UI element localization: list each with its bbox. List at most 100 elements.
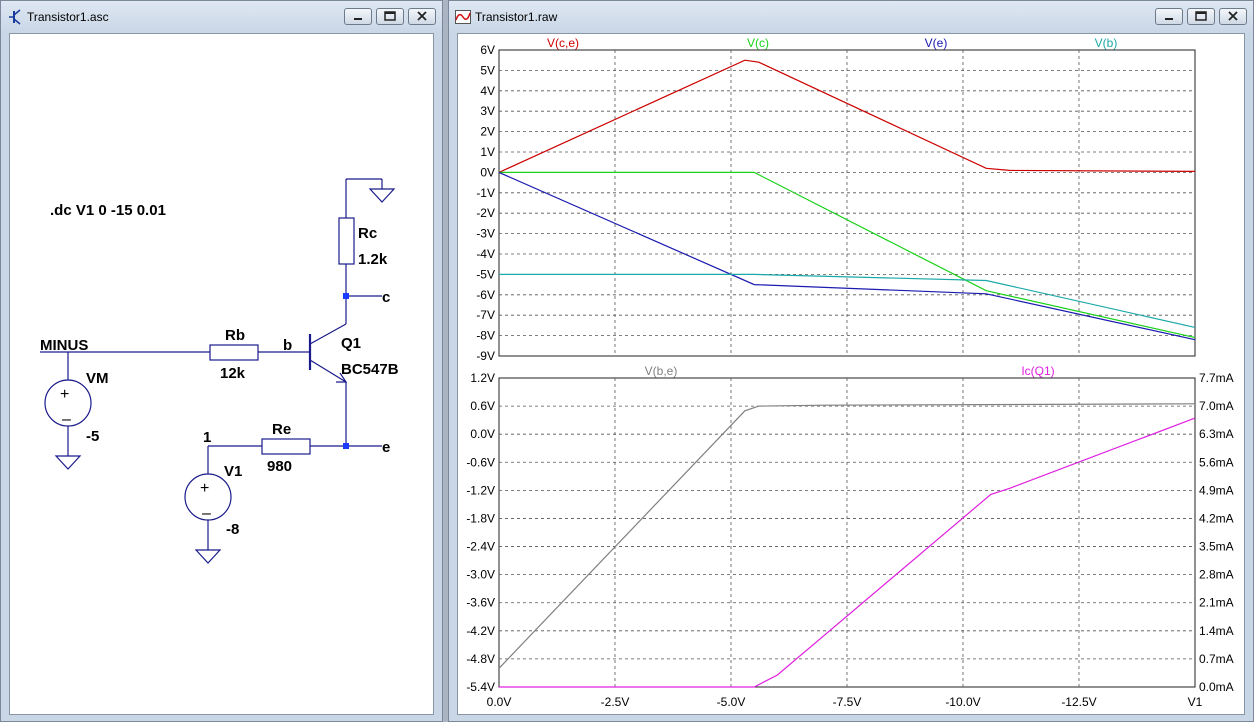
node-label-e[interactable]: e (382, 439, 390, 456)
y-tick-label-top: -6V (476, 288, 495, 302)
node-label-c[interactable]: c (382, 289, 390, 306)
v1-name[interactable]: V1 (224, 463, 242, 480)
waveform-maximize-button[interactable] (1187, 8, 1215, 25)
y2-tick-label: 2.1mA (1199, 596, 1234, 610)
y-tick-label-bottom: 0.0V (470, 427, 495, 441)
dc-directive[interactable]: .dc V1 0 -15 0.01 (50, 202, 166, 219)
trace-label-v-c-[interactable]: V(c) (747, 36, 769, 50)
y2-tick-label: 7.0mA (1199, 399, 1234, 413)
vm-name[interactable]: VM (86, 370, 109, 387)
v1-value[interactable]: -8 (226, 521, 239, 538)
y-tick-label-top: -8V (476, 329, 495, 343)
junction-c (343, 293, 349, 299)
waveform-close-button[interactable] (1219, 8, 1247, 25)
vm-minus: – (62, 411, 71, 428)
schematic-window[interactable]: Transistor1.asc (0, 0, 443, 722)
trace-v-e-[interactable] (498, 171, 1196, 341)
y2-tick-label: 6.3mA (1199, 427, 1234, 441)
y-tick-label-top: 1V (480, 145, 495, 159)
y-tick-label-bottom: 0.6V (470, 399, 495, 413)
ground-rc (368, 188, 396, 203)
y-tick-label-bottom: -1.8V (466, 511, 495, 525)
x-tick-label: -7.5V (833, 695, 862, 709)
close-button[interactable] (408, 8, 436, 25)
q1-model[interactable]: BC547B (341, 361, 399, 378)
trace-label-v-c-e-[interactable]: V(c,e) (547, 36, 579, 50)
y-tick-label-bottom: -0.6V (466, 455, 495, 469)
ground-v1 (194, 549, 222, 564)
x-tick-label: -2.5V (601, 695, 630, 709)
resistor-rb (209, 344, 259, 361)
minimize-button[interactable] (344, 8, 372, 25)
rc-value[interactable]: 1.2k (358, 251, 388, 268)
x-tick-label: -10.0V (945, 695, 980, 709)
node-label-1[interactable]: 1 (203, 429, 211, 446)
re-value[interactable]: 980 (267, 458, 292, 475)
resistor-re (261, 438, 311, 455)
y-tick-label-top: -5V (476, 267, 495, 281)
y2-tick-label: 3.5mA (1199, 540, 1234, 554)
y-tick-label-top: 6V (480, 43, 495, 57)
waveform-window-title: Transistor1.raw (475, 10, 558, 24)
trace-v-b-e-[interactable] (498, 403, 1196, 669)
q1-name[interactable]: Q1 (341, 335, 361, 352)
x-tick-label: 0.0V (487, 695, 512, 709)
y-tick-label-bottom: -4.8V (466, 652, 495, 666)
y-tick-label-top: -1V (476, 186, 495, 200)
y-tick-label-top: 3V (480, 104, 495, 118)
schematic-drawing[interactable]: .dc V1 0 -15 0.01 MINUS VM -5 + – Rb 12k… (10, 34, 434, 715)
rc-name[interactable]: Rc (358, 225, 377, 242)
maximize-icon (1195, 11, 1207, 21)
schematic-titlebar[interactable]: Transistor1.asc (1, 1, 442, 33)
minimize-icon (1165, 18, 1173, 20)
waveform-minimize-button[interactable] (1155, 8, 1183, 25)
y2-tick-label: 2.8mA (1199, 568, 1234, 582)
trace-label-v-b-e-[interactable]: V(b,e) (645, 364, 678, 378)
trace-label-ic-q1-[interactable]: Ic(Q1) (1021, 364, 1054, 378)
y-tick-label-bottom: -1.2V (466, 483, 495, 497)
plot-frame-bottom[interactable] (498, 377, 1196, 688)
y2-tick-label: 0.0mA (1199, 680, 1234, 694)
trace-v-b-[interactable] (499, 273, 1196, 328)
schematic-canvas[interactable]: .dc V1 0 -15 0.01 MINUS VM -5 + – Rb 12k… (9, 33, 434, 715)
y2-tick-label: 0.7mA (1199, 652, 1234, 666)
trace-v-c-e-[interactable] (498, 59, 1196, 173)
y-tick-label-top: -3V (476, 227, 495, 241)
y-tick-label-bottom: -5.4V (466, 680, 495, 694)
y-tick-label-bottom: 1.2V (470, 371, 495, 385)
y-tick-label-bottom: -2.4V (466, 540, 495, 554)
node-label-b[interactable]: b (283, 337, 292, 354)
rb-value[interactable]: 12k (220, 365, 246, 382)
trace-v-c-[interactable] (499, 171, 1196, 339)
re-name[interactable]: Re (272, 421, 291, 438)
y2-tick-label: 4.2mA (1199, 511, 1234, 525)
y2-tick-label: 1.4mA (1199, 624, 1234, 638)
trace-ic-q1-[interactable] (499, 417, 1196, 688)
rb-name[interactable]: Rb (225, 327, 245, 344)
close-icon (417, 11, 427, 21)
v1-plus: + (200, 480, 209, 497)
waveform-icon (455, 10, 471, 24)
x-tick-label: -12.5V (1061, 695, 1096, 709)
waveform-plots[interactable]: 6V5V4V3V2V1V0V-1V-2V-3V-4V-5V-6V-7V-8V-9… (458, 34, 1245, 715)
x-axis-label: V1 (1188, 695, 1203, 709)
vm-value[interactable]: -5 (86, 428, 99, 445)
schematic-window-title: Transistor1.asc (27, 10, 109, 24)
transistor-collector-leg (309, 323, 347, 345)
transistor-emitter-leg (309, 359, 347, 383)
y-tick-label-bottom: -3.6V (466, 596, 495, 610)
x-tick-label: -5.0V (717, 695, 746, 709)
y-tick-label-bottom: -4.2V (466, 624, 495, 638)
net-label-minus[interactable]: MINUS (40, 337, 88, 354)
minimize-icon (354, 18, 362, 20)
maximize-button[interactable] (376, 8, 404, 25)
y-tick-label-top: -4V (476, 247, 495, 261)
y-tick-label-top: 2V (480, 125, 495, 139)
y2-tick-label: 4.9mA (1199, 483, 1234, 497)
waveform-titlebar[interactable]: Transistor1.raw (449, 1, 1253, 33)
y-tick-label-top: -7V (476, 308, 495, 322)
trace-label-v-e-[interactable]: V(e) (925, 36, 948, 50)
trace-label-v-b-[interactable]: V(b) (1095, 36, 1118, 50)
